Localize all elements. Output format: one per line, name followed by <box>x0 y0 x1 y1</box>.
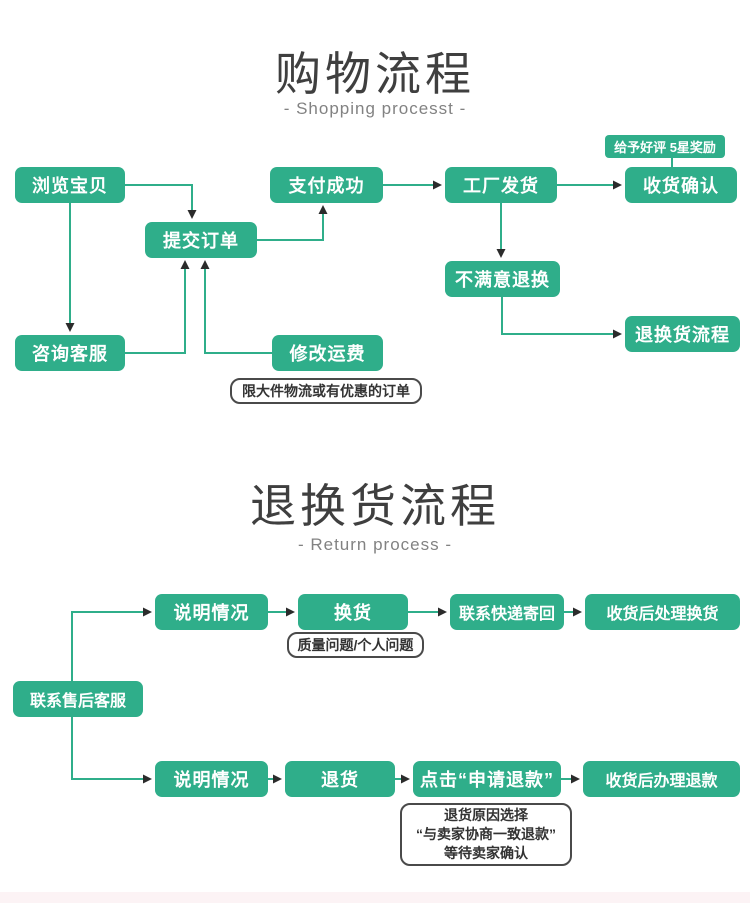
flow-node-payment-success: 支付成功 <box>270 167 383 203</box>
flow-node-submit-order: 提交订单 <box>145 222 257 258</box>
exchange-reason-note: 质量问题/个人问题 <box>287 632 424 658</box>
five-star-reward-badge: 给予好评 5星奖励 <box>605 135 725 158</box>
flow-node-modify-shipping-fee: 修改运费 <box>272 335 383 371</box>
flow-node-return-goods: 退货 <box>285 761 395 797</box>
refund-reason-note: 退货原因选择 “与卖家协商一致退款” 等待卖家确认 <box>400 803 572 866</box>
flow-node-courier-return: 联系快递寄回 <box>450 594 564 630</box>
shipping-fee-note: 限大件物流或有优惠的订单 <box>230 378 422 404</box>
flow-node-explain-situation-2: 说明情况 <box>155 761 268 797</box>
return-process-subtitle: - Return process - <box>297 535 453 554</box>
shopping-process-title: 购物流程 <box>275 48 475 100</box>
flow-node-return-flow-link: 退换货流程 <box>625 316 740 352</box>
flow-node-factory-ship: 工厂发货 <box>445 167 557 203</box>
flow-node-apply-refund: 点击“申请退款” <box>413 761 561 797</box>
flow-node-explain-situation-1: 说明情况 <box>155 594 268 630</box>
refund-note-line-3: 等待卖家确认 <box>444 845 528 861</box>
refund-note-line-1: 退货原因选择 <box>444 807 528 823</box>
flow-node-exchange-goods: 换货 <box>298 594 408 630</box>
flow-node-contact-service: 咨询客服 <box>15 335 125 371</box>
refund-note-line-2: “与卖家协商一致退款” <box>416 826 556 842</box>
return-process-title: 退换货流程 <box>250 480 500 532</box>
flow-node-unsatisfied-return: 不满意退换 <box>445 261 560 297</box>
flow-node-handle-refund: 收货后办理退款 <box>583 761 740 797</box>
flow-node-confirm-receipt: 收货确认 <box>625 167 737 203</box>
flow-node-handle-exchange: 收货后处理换货 <box>585 594 740 630</box>
flow-node-browse-item: 浏览宝贝 <box>15 167 125 203</box>
shopping-process-subtitle: - Shopping processt - <box>283 99 467 118</box>
footer-pink-band <box>0 892 750 903</box>
flow-node-contact-after-sales: 联系售后客服 <box>13 681 143 717</box>
